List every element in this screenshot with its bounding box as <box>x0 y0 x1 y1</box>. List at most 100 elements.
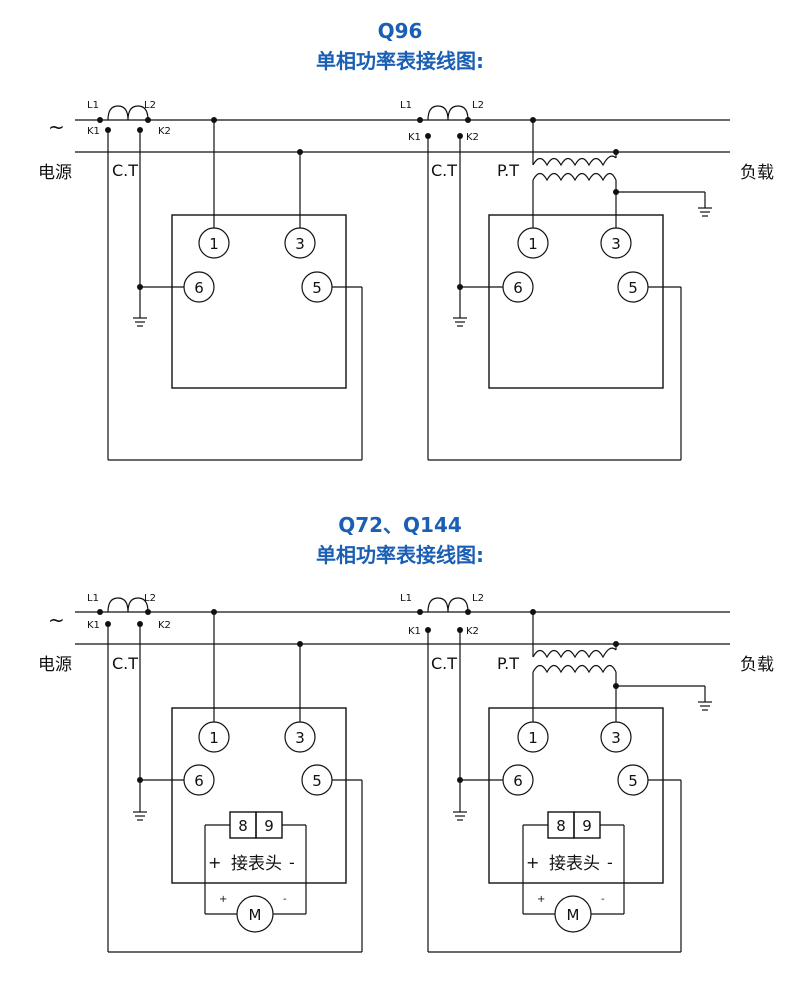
terminal-6-label: 6 <box>513 772 523 790</box>
terminal-6-label: 6 <box>194 279 204 297</box>
motor-minus-sign: - <box>283 894 287 905</box>
plus-sign: + <box>208 853 221 872</box>
pt-label: P.T <box>497 161 519 180</box>
plus-sign: + <box>526 853 539 872</box>
ct-label: C.T <box>431 161 457 180</box>
l2-label: L2 <box>144 100 156 111</box>
ac-symbol: ~ <box>48 608 65 632</box>
terminal-3-label: 3 <box>295 235 305 253</box>
terminal-1-label: 1 <box>528 729 538 747</box>
pt-primary-coil <box>532 155 617 167</box>
terminal-5 <box>301 271 333 303</box>
ac-symbol: ~ <box>48 115 65 139</box>
terminal-3 <box>600 721 632 753</box>
motor-minus-sign: - <box>601 894 605 905</box>
motor-symbol <box>554 895 592 933</box>
motor-plus-sign: + <box>537 894 545 905</box>
circuit-right-q96: L1 L2 K1 K2 C.T P.T <box>400 100 712 461</box>
meter-box <box>488 214 664 389</box>
terminal-9-label: 9 <box>582 817 592 835</box>
pt-primary-coil <box>532 647 617 659</box>
k1-label: K1 <box>87 126 100 137</box>
ground-symbol <box>453 811 467 821</box>
k1-label: K1 <box>408 132 421 143</box>
k2-label: K2 <box>466 132 479 143</box>
meter-box <box>171 707 347 884</box>
meter-box <box>488 707 664 884</box>
terminal-1 <box>198 721 230 753</box>
load-label: 负载 <box>740 163 774 183</box>
terminal-9-label: 9 <box>264 817 274 835</box>
terminal-6 <box>502 764 534 796</box>
ct-coil <box>427 597 469 613</box>
meter-box <box>171 214 347 389</box>
terminal-5-label: 5 <box>312 279 322 297</box>
l2-label: L2 <box>472 100 484 111</box>
ct-label: C.T <box>112 161 138 180</box>
ct-coil <box>107 105 149 121</box>
terminal-1-label: 1 <box>209 729 219 747</box>
l2-label: L2 <box>144 593 156 604</box>
section-q96: Q96 单相功率表接线图: ~ 电源 负载 L1 L2 K1 K2 C.T <box>38 19 774 461</box>
ct-coil <box>107 597 149 613</box>
ct-label: C.T <box>112 654 138 673</box>
terminal-6 <box>183 271 215 303</box>
terminal-6-label: 6 <box>194 772 204 790</box>
motor-symbol <box>236 895 274 933</box>
terminal-6 <box>502 271 534 303</box>
motor-label: M <box>567 906 580 924</box>
pt-secondary-coil <box>532 172 617 182</box>
model-title-q96: Q96 <box>378 19 423 43</box>
circuit-right-q72: L1 L2 K1 K2 C.T P.T <box>400 593 712 953</box>
terminal-3 <box>284 721 316 753</box>
motor-label: M <box>249 906 262 924</box>
terminal-3-label: 3 <box>611 729 621 747</box>
l2-label: L2 <box>472 593 484 604</box>
ground-symbol <box>698 701 712 711</box>
terminal-5-label: 5 <box>312 772 322 790</box>
l1-label: L1 <box>87 100 99 111</box>
terminal-3-label: 3 <box>295 729 305 747</box>
model-title-q72-q144: Q72、Q144 <box>338 513 462 537</box>
ground-symbol <box>133 317 147 327</box>
l1-label: L1 <box>87 593 99 604</box>
terminal-3 <box>600 227 632 259</box>
k2-label: K2 <box>466 626 479 637</box>
terminal-5-label: 5 <box>628 279 638 297</box>
terminal-1-label: 1 <box>528 235 538 253</box>
motor-plus-sign: + <box>219 894 227 905</box>
load-label: 负载 <box>740 655 774 675</box>
source-label: 电源 <box>38 655 72 675</box>
l1-label: L1 <box>400 593 412 604</box>
terminal-3-label: 3 <box>611 235 621 253</box>
terminal-1 <box>517 721 549 753</box>
circuit-left-q96: L1 L2 K1 K2 C.T 1 3 <box>87 100 363 461</box>
terminal-8-label: 8 <box>238 817 248 835</box>
k1-label: K1 <box>87 620 100 631</box>
ct-coil <box>427 105 469 121</box>
section-q72-q144: Q72、Q144 单相功率表接线图: ~ 电源 负载 L1 L2 K1 K2 C… <box>38 513 774 953</box>
terminal-5 <box>617 271 649 303</box>
meter-head-label: 接表头 <box>231 854 282 874</box>
l1-label: L1 <box>400 100 412 111</box>
ground-symbol <box>133 811 147 821</box>
ct-label: C.T <box>431 654 457 673</box>
terminal-1-label: 1 <box>209 235 219 253</box>
terminal-8-label: 8 <box>556 817 566 835</box>
k2-label: K2 <box>158 126 171 137</box>
ground-symbol <box>698 207 712 217</box>
terminal-6 <box>183 764 215 796</box>
diagram-title-q96: 单相功率表接线图: <box>316 49 484 73</box>
circuit-left-q72: L1 L2 K1 K2 C.T 1 3 <box>87 593 363 953</box>
minus-sign: - <box>289 853 295 872</box>
diagram-title-q72-q144: 单相功率表接线图: <box>316 543 484 567</box>
terminal-3 <box>284 227 316 259</box>
terminal-1 <box>517 227 549 259</box>
terminal-6-label: 6 <box>513 279 523 297</box>
minus-sign: - <box>607 853 613 872</box>
terminal-5 <box>617 764 649 796</box>
terminal-5 <box>301 764 333 796</box>
meter-head-label: 接表头 <box>549 854 600 874</box>
